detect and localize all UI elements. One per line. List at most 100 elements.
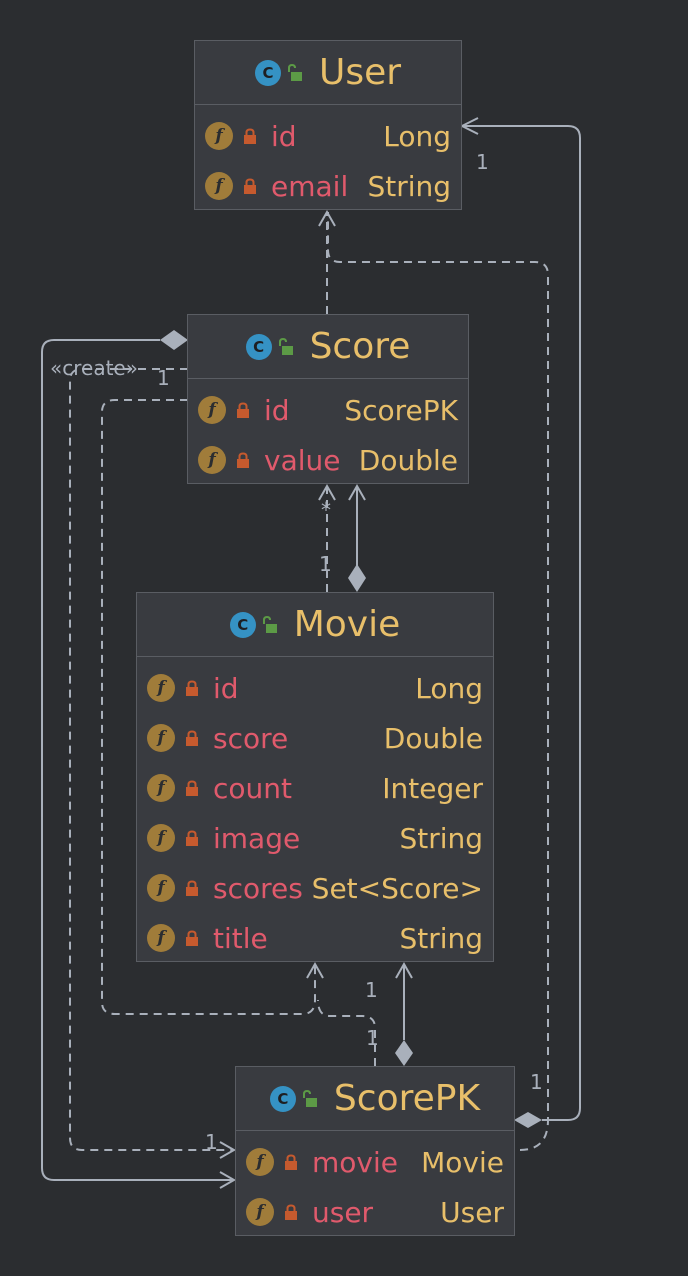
class-icon: C xyxy=(229,611,256,638)
public-visibility-icon xyxy=(278,337,293,355)
composition-diamond-scorepk xyxy=(395,1040,413,1066)
field-name: movie xyxy=(312,1145,398,1179)
class-name: Score xyxy=(309,326,411,367)
scorepk-top-multiplicity: 1 xyxy=(366,1026,379,1050)
field-type: User xyxy=(440,1195,504,1229)
public-visibility-icon xyxy=(302,1089,317,1107)
composition-diamond-score xyxy=(160,330,188,350)
user-multiplicity: 1 xyxy=(476,150,489,174)
field-type: String xyxy=(399,921,483,955)
field-name: scores xyxy=(213,871,303,905)
field-type: Double xyxy=(383,721,483,755)
lock-icon xyxy=(244,178,256,194)
field-name: user xyxy=(312,1195,374,1229)
class-icon: C xyxy=(254,59,281,86)
field-row: f title String xyxy=(137,913,493,963)
field-name: email xyxy=(271,169,349,203)
field-row: f email String xyxy=(195,161,461,211)
field-icon: f xyxy=(198,446,226,474)
scorepk-user-association xyxy=(462,125,581,1121)
class-header: C ScorePK xyxy=(236,1067,514,1131)
score-movie-dependency xyxy=(101,399,316,1015)
field-name: title xyxy=(213,921,268,955)
field-name: id xyxy=(264,393,290,427)
class-header: C Movie xyxy=(137,593,493,657)
score-scorepk-composition xyxy=(41,339,234,1181)
class-icon: C xyxy=(269,1085,296,1112)
field-type: String xyxy=(399,821,483,855)
score-class[interactable]: C Score f id ScorePK f value Double xyxy=(187,314,469,484)
public-visibility-icon xyxy=(287,63,302,81)
field-row: f scores Set<Score> xyxy=(137,863,493,913)
field-row: f user User xyxy=(236,1187,514,1237)
field-row: f image String xyxy=(137,813,493,863)
field-type: Set<Score> xyxy=(311,871,483,905)
field-name: count xyxy=(213,771,292,805)
field-icon: f xyxy=(147,724,175,752)
lock-icon xyxy=(186,780,198,796)
score-many-multiplicity: * xyxy=(321,498,331,522)
field-name: id xyxy=(271,119,297,153)
field-icon: f xyxy=(198,396,226,424)
lock-icon xyxy=(237,402,249,418)
field-name: value xyxy=(264,443,341,477)
field-row: f count Integer xyxy=(137,763,493,813)
field-row: f id Long xyxy=(195,111,461,161)
field-type: Long xyxy=(383,119,451,153)
field-type: Double xyxy=(358,443,458,477)
field-icon: f xyxy=(147,924,175,952)
lock-icon xyxy=(237,452,249,468)
field-name: image xyxy=(213,821,301,855)
field-type: Integer xyxy=(382,771,483,805)
class-icon: C xyxy=(245,333,272,360)
field-icon: f xyxy=(147,874,175,902)
lock-icon xyxy=(244,128,256,144)
scorepk-user-dependency xyxy=(327,212,549,1151)
movie-top-multiplicity: 1 xyxy=(319,552,332,576)
lock-icon xyxy=(186,880,198,896)
field-row: f value Double xyxy=(188,435,468,485)
field-type: String xyxy=(367,169,451,203)
field-type: ScorePK xyxy=(344,393,458,427)
field-type: Movie xyxy=(421,1145,504,1179)
score-scorepk-create xyxy=(69,368,234,1151)
field-row: f score Double xyxy=(137,713,493,763)
lock-icon xyxy=(285,1154,297,1170)
field-row: f id ScorePK xyxy=(188,385,468,435)
class-name: User xyxy=(318,52,402,93)
field-row: f id Long xyxy=(137,663,493,713)
class-header: C Score xyxy=(188,315,468,379)
lock-icon xyxy=(186,830,198,846)
lock-icon xyxy=(186,730,198,746)
composition-diamond-movie xyxy=(348,564,366,592)
field-type: Long xyxy=(415,671,483,705)
field-name: score xyxy=(213,721,289,755)
field-icon: f xyxy=(205,122,233,150)
movie-bottom-multiplicity: 1 xyxy=(365,978,378,1002)
scorepk-left-multiplicity: 1 xyxy=(205,1130,218,1154)
class-name: ScorePK xyxy=(333,1078,481,1119)
movie-class[interactable]: C Movie f id Long f score Double f count… xyxy=(136,592,494,962)
create-stereotype: «create» xyxy=(50,356,138,380)
field-icon: f xyxy=(246,1198,274,1226)
lock-icon xyxy=(285,1204,297,1220)
class-header: C User xyxy=(195,41,461,105)
lock-icon xyxy=(186,930,198,946)
public-visibility-icon xyxy=(262,615,277,633)
scorepk-movie-dependency xyxy=(317,999,376,1066)
field-row: f movie Movie xyxy=(236,1137,514,1187)
score-multiplicity: 1 xyxy=(157,366,170,390)
scorepk-class[interactable]: C ScorePK f movie Movie f user User xyxy=(235,1066,515,1236)
scorepk-right-multiplicity: 1 xyxy=(530,1070,543,1094)
field-icon: f xyxy=(246,1148,274,1176)
composition-diamond-scorepk-right xyxy=(514,1112,542,1128)
lock-icon xyxy=(186,680,198,696)
user-class[interactable]: C User f id Long f email String xyxy=(194,40,462,210)
class-name: Movie xyxy=(293,604,401,645)
field-icon: f xyxy=(205,172,233,200)
field-icon: f xyxy=(147,774,175,802)
field-icon: f xyxy=(147,674,175,702)
field-name: id xyxy=(213,671,239,705)
field-icon: f xyxy=(147,824,175,852)
